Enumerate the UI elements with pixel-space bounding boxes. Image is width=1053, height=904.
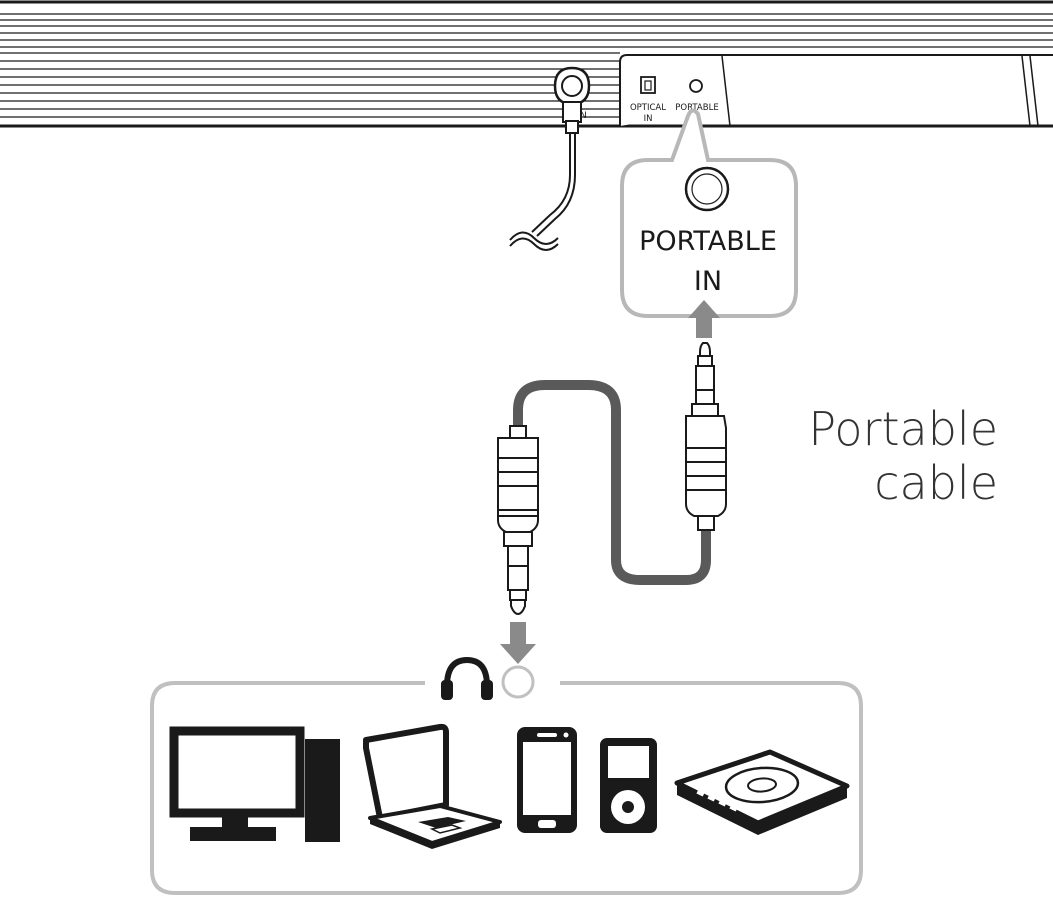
soundbar: OPTICAL IN PORTABLE N <box>0 0 1053 251</box>
portable-in-callout: PORTABLE IN <box>620 108 798 318</box>
cord-break-symbol <box>509 231 559 245</box>
power-label-fragment: N <box>580 111 587 121</box>
caption-line2: cable <box>874 456 998 510</box>
connector-panel <box>619 54 1053 126</box>
laptop-icon <box>363 723 502 849</box>
power-cord <box>509 133 576 251</box>
optical-in-port <box>640 76 656 94</box>
optical-label-line2: IN <box>644 114 653 124</box>
power-plug <box>553 66 591 134</box>
soundbar-grille <box>0 13 1053 118</box>
callout-title-line1: PORTABLE <box>639 226 777 257</box>
caption-line1: Portable <box>808 402 998 456</box>
headphone-jack-icon <box>501 665 535 699</box>
desktop-computer-icon <box>169 726 340 842</box>
portable-cable-wire <box>513 380 711 585</box>
arrow-up-icon <box>688 300 720 338</box>
smartphone-icon <box>517 727 577 833</box>
source-devices-panel <box>150 656 863 895</box>
left-cable-plug <box>497 425 539 616</box>
portable-label: PORTABLE <box>675 103 718 113</box>
mp3-player-icon <box>600 738 657 833</box>
headphone-icon <box>441 656 493 700</box>
portable-cable-caption: Portable cable <box>808 402 998 510</box>
portable-in-port <box>689 79 703 93</box>
arrow-down-icon <box>500 622 536 664</box>
callout-title-line2: IN <box>694 266 722 297</box>
cd-player-icon <box>674 749 850 835</box>
right-cable-plug <box>685 342 727 531</box>
optical-label-line1: OPTICAL <box>630 103 666 113</box>
